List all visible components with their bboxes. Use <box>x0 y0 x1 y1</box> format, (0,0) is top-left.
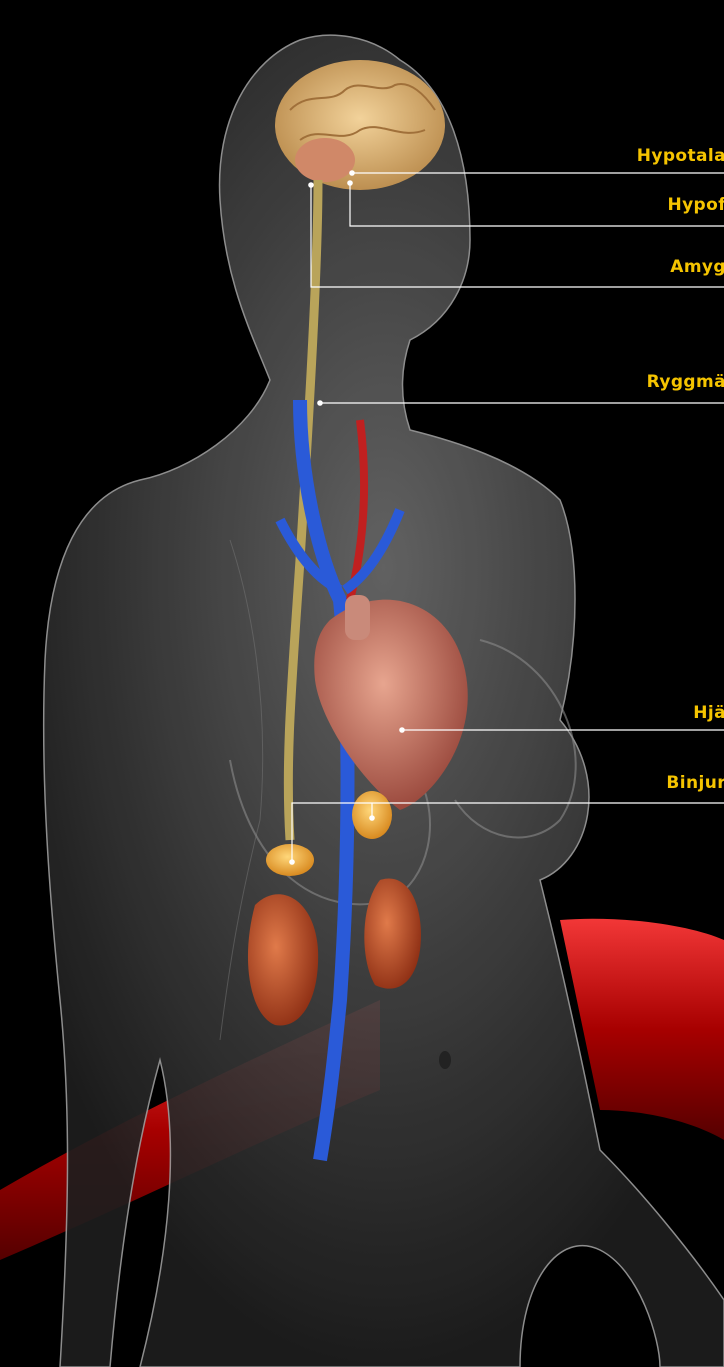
label-ryggmarg: Ryggmä <box>647 372 724 392</box>
label-amygdala: Amyg <box>670 257 724 277</box>
brain <box>275 60 445 190</box>
label-hypotalamus: Hypotala <box>637 146 724 166</box>
label-hypofys: Hypof <box>667 195 724 215</box>
label-hjarta: Hjä <box>693 703 724 723</box>
label-binjurar: Binjur <box>666 773 724 793</box>
